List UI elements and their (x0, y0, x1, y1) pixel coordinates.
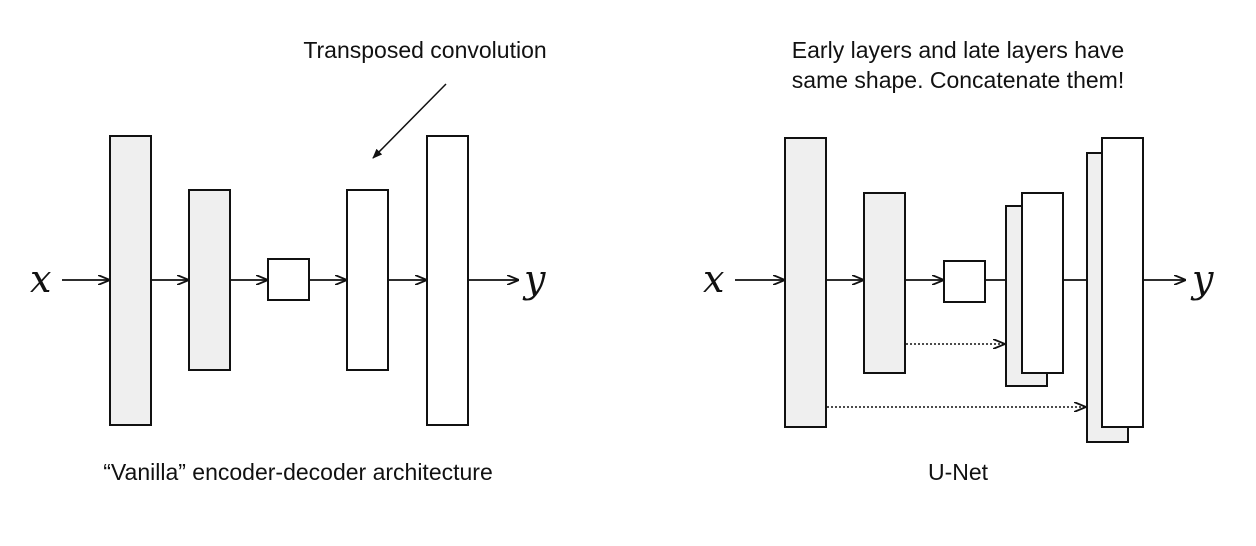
unet-diagram: Early layers and late layers have same s… (703, 37, 1214, 485)
decoder-layer-2 (1101, 137, 1144, 428)
vanilla-diagram: Transposed convolution x y “Vanilla” enc… (30, 37, 547, 485)
bottleneck-layer (267, 258, 310, 301)
decoder-layer-1 (346, 189, 389, 371)
concatenate-note-line1: Early layers and late layers have (792, 37, 1124, 63)
annotation-pointer-arrow (372, 83, 447, 159)
encoder-layer-1 (784, 137, 827, 428)
input-x-symbol: x (30, 257, 51, 301)
transposed-convolution-label: Transposed convolution (303, 37, 546, 63)
input-x-symbol: x (703, 257, 724, 301)
output-y-symbol: y (1190, 257, 1214, 301)
unet-caption: U-Net (928, 459, 989, 485)
encoder-layer-2 (188, 189, 231, 371)
decoder-layer-1 (1021, 192, 1064, 374)
concatenate-note-line2: same shape. Concatenate them! (792, 67, 1124, 93)
bottleneck-layer (943, 260, 986, 303)
encoder-layer-2 (863, 192, 906, 374)
encoder-layer-1 (109, 135, 152, 426)
vanilla-caption: “Vanilla” encoder-decoder architecture (103, 459, 493, 485)
output-y-symbol: y (522, 257, 546, 301)
decoder-layer-2 (426, 135, 469, 426)
